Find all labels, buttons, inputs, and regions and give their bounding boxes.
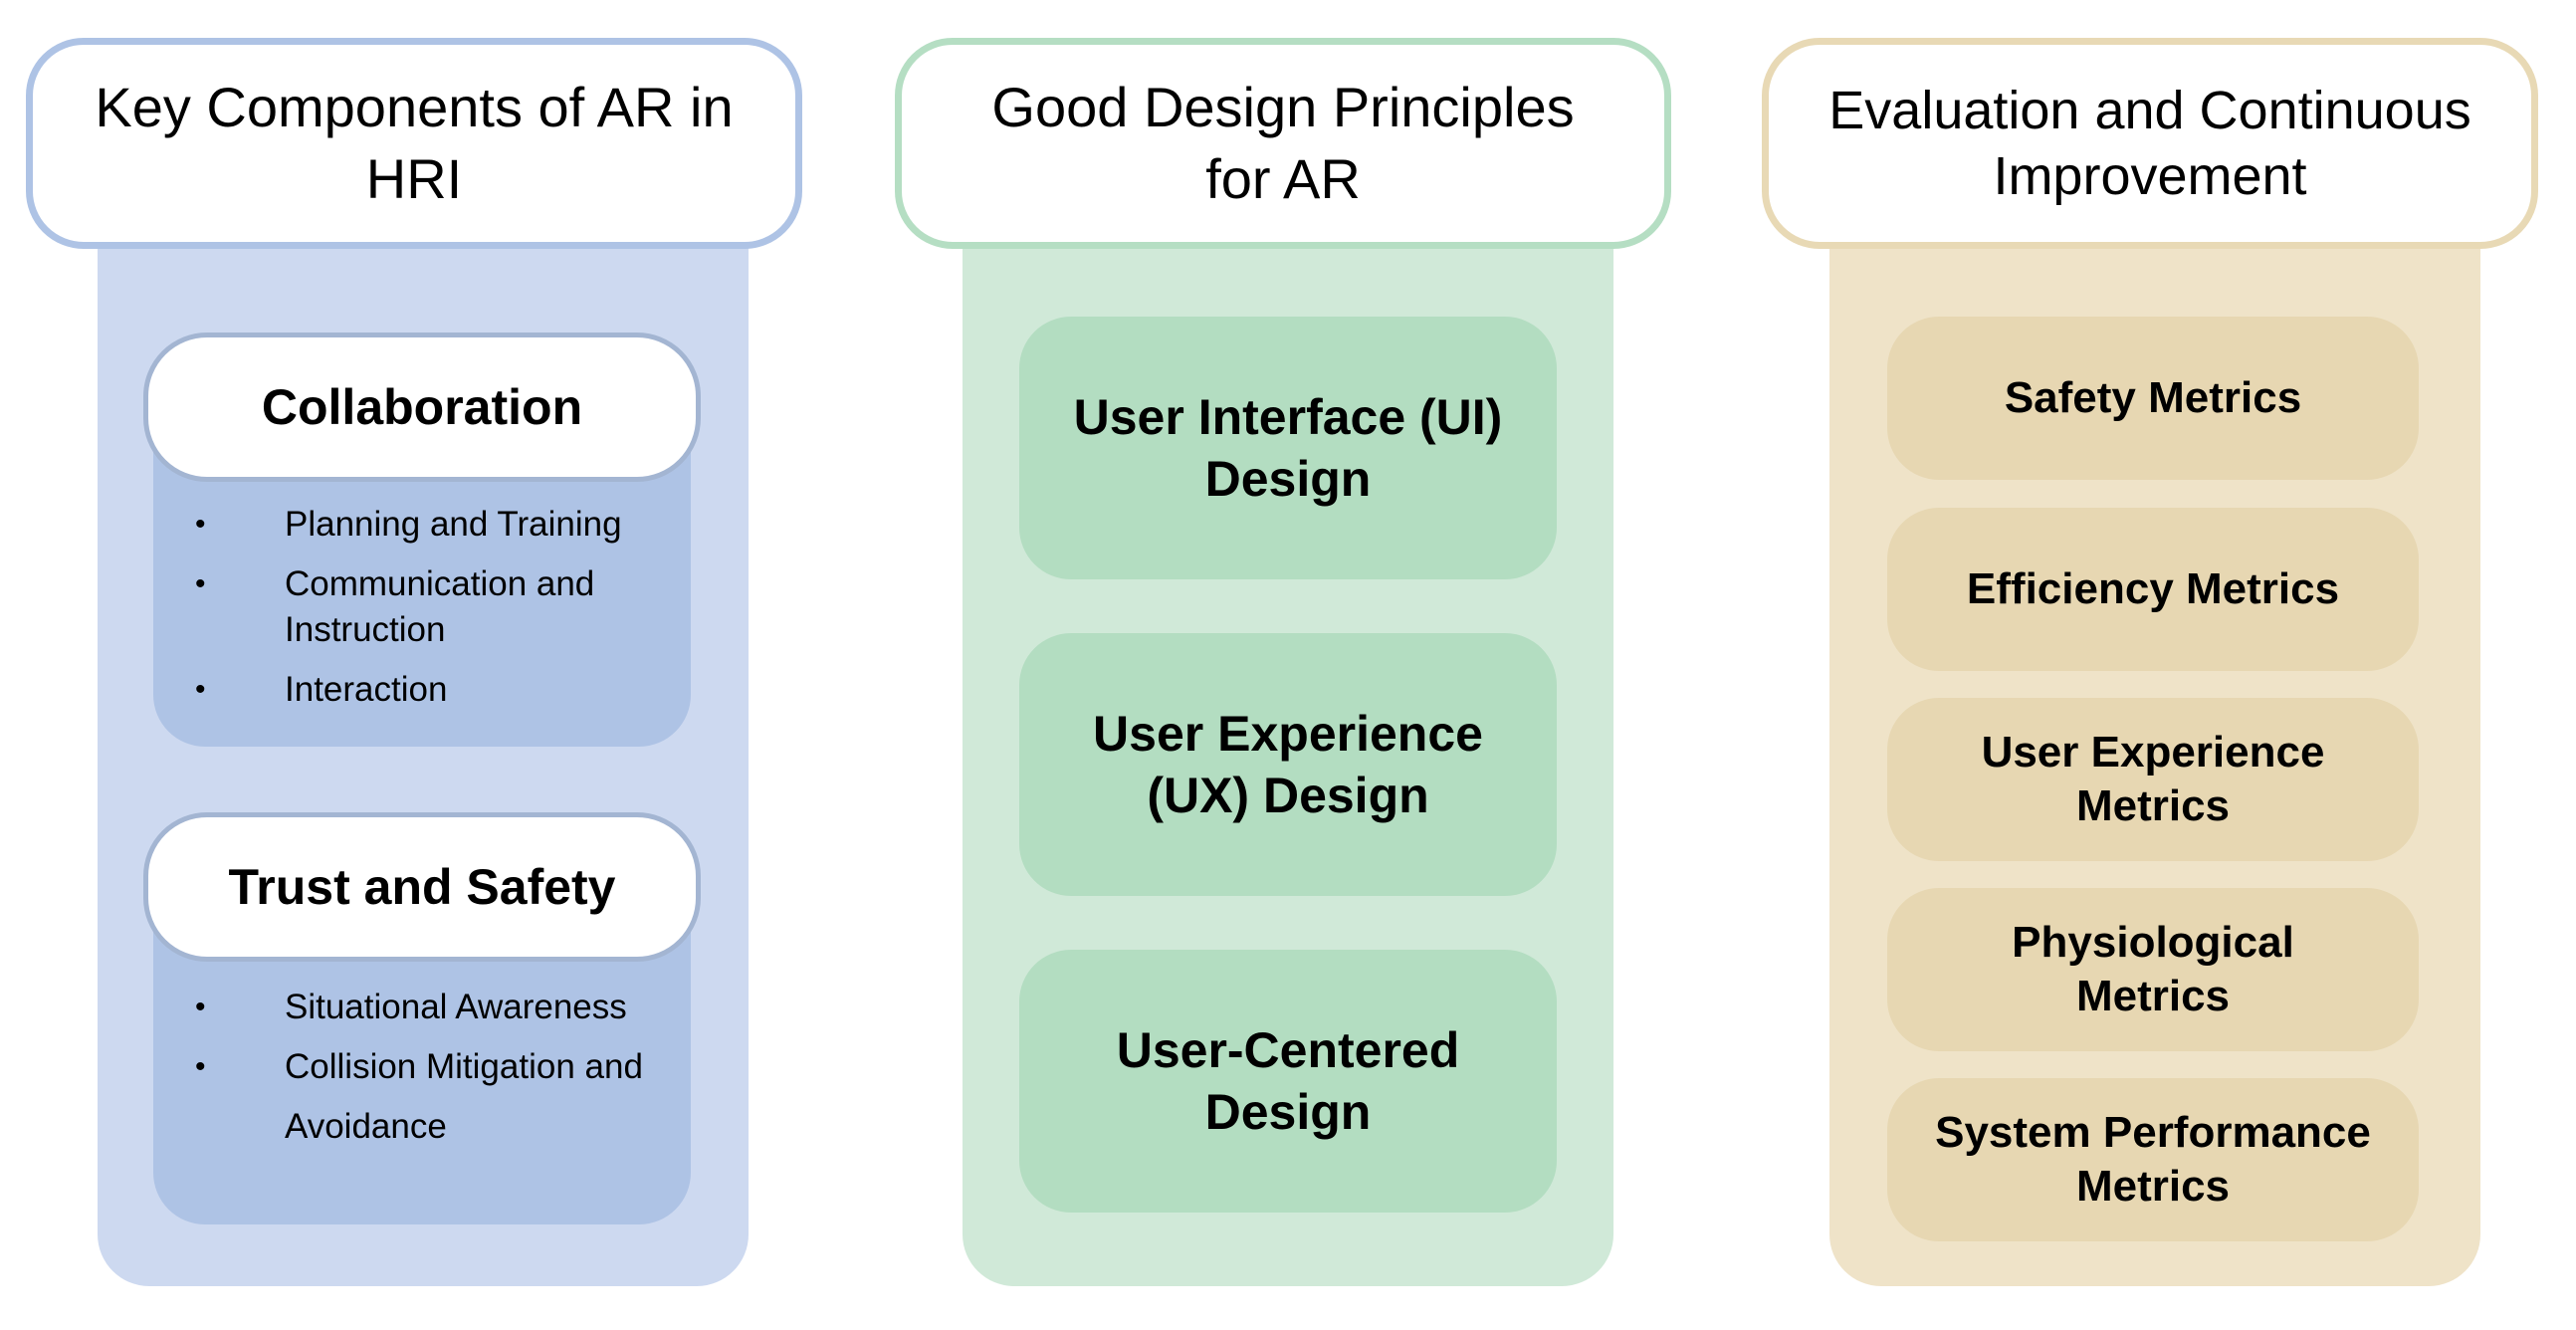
group-trust-safety-header: Trust and Safety <box>143 812 701 962</box>
card-user-centered-design: User-Centered Design <box>1019 950 1557 1213</box>
list-item: Collision Mitigation and Avoidance <box>195 1037 673 1157</box>
card-label: System Performance Metrics <box>1935 1108 2371 1211</box>
card-label: Physiological Metrics <box>2012 918 2294 1020</box>
column-evaluation-title: Evaluation and Continuous Improvement <box>1828 81 2471 206</box>
card-efficiency-metrics: Efficiency Metrics <box>1887 508 2419 671</box>
group-collaboration-header: Collaboration <box>143 332 701 482</box>
card-label: Efficiency Metrics <box>1966 564 2340 613</box>
card-label: User Experience Metrics <box>1981 728 2325 830</box>
column-evaluation-header: Evaluation and Continuous Improvement <box>1762 38 2538 249</box>
group-collaboration-list: Planning and Training Communication and … <box>195 502 673 727</box>
card-user-experience-metrics: User Experience Metrics <box>1887 698 2419 861</box>
group-collaboration-title: Collaboration <box>261 379 583 435</box>
card-physiological-metrics: Physiological Metrics <box>1887 888 2419 1051</box>
card-ui-design: User Interface (UI) Design <box>1019 317 1557 579</box>
card-safety-metrics: Safety Metrics <box>1887 317 2419 480</box>
card-system-performance-metrics: System Performance Metrics <box>1887 1078 2419 1241</box>
card-label: User Experience (UX) Design <box>1093 706 1483 823</box>
card-label: User-Centered Design <box>1116 1022 1460 1140</box>
card-label: Safety Metrics <box>2004 373 2302 422</box>
column-design-principles-header: Good Design Principles for AR <box>895 38 1671 249</box>
card-label: User Interface (UI) Design <box>1073 389 1503 507</box>
group-trust-safety-list: Situational Awareness Collision Mitigati… <box>195 978 673 1157</box>
list-item: Planning and Training <box>195 502 673 548</box>
column-key-components-title: Key Components of AR in HRI <box>95 76 734 210</box>
list-item: Situational Awareness <box>195 978 673 1037</box>
list-item: Communication and Instruction <box>195 561 673 653</box>
column-key-components-header: Key Components of AR in HRI <box>26 38 802 249</box>
column-design-principles-title: Good Design Principles for AR <box>991 76 1575 210</box>
card-ux-design: User Experience (UX) Design <box>1019 633 1557 896</box>
list-item: Interaction <box>195 667 673 713</box>
group-trust-safety-title: Trust and Safety <box>228 859 616 915</box>
